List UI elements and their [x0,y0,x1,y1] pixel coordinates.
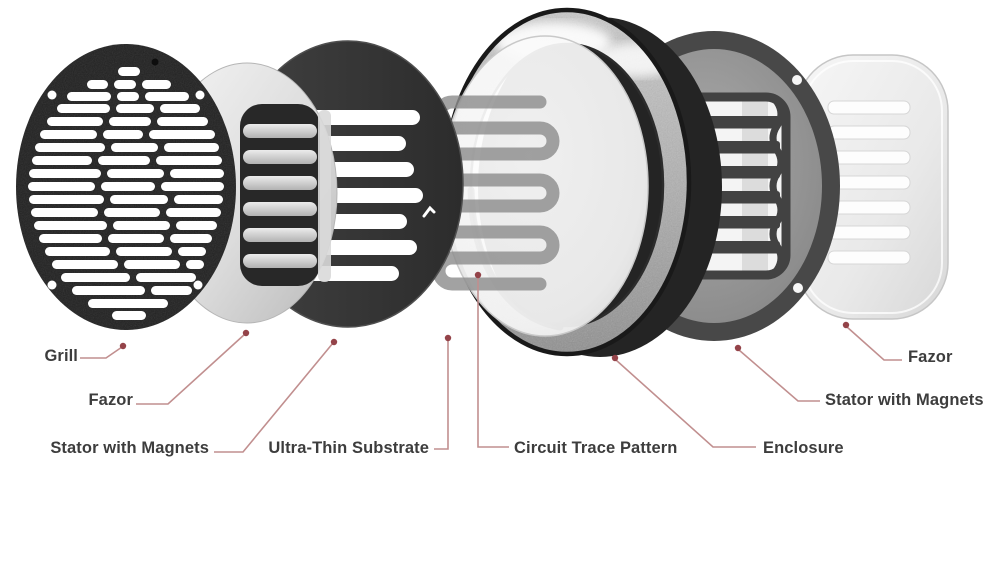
label-stator-front: Stator with Magnets [50,439,209,457]
grill-slots [28,67,224,320]
leader-dot-grill [119,342,127,350]
leader-dot-stator-front [330,338,338,346]
leader-line-substrate [434,340,449,450]
fazor-front-window-edge [318,110,331,282]
leader-dot-stator-rear [734,344,742,352]
label-stator-rear: Stator with Magnets [825,391,984,409]
grill-component [16,44,236,330]
leader-line-enclosure [615,359,756,448]
leader-line-grill [80,346,123,359]
grill-pin-hole [151,58,159,66]
leader-dot-fazor-rear [842,321,850,329]
leader-line-stator-rear [738,349,820,402]
label-enclosure: Enclosure [763,439,844,457]
label-fazor-front: Fazor [88,391,133,409]
label-fazor-rear: Fazor [908,348,953,366]
grill-screw-holes [47,90,205,290]
fazor-rear-slots [827,100,911,265]
fazor-front-slats [243,124,317,268]
fazor-rear-component [796,54,949,320]
label-grill: Grill [44,347,78,365]
leader-dot-substrate [444,334,452,342]
leader-lines [80,277,902,453]
leader-dots [119,271,850,362]
substrate-component [432,35,649,337]
label-substrate: Ultra-Thin Substrate [268,439,429,457]
leader-dot-enclosure [611,354,619,362]
circuit-trace-pattern [432,95,560,291]
leader-dot-circuit-trace [474,271,482,279]
leader-dot-fazor-front [242,329,250,337]
stator-front-edge-mark [422,205,436,218]
leader-line-fazor-rear [846,326,902,361]
leader-line-fazor-front [136,333,246,405]
label-circuit-trace: Circuit Trace Pattern [514,439,678,457]
leader-line-circuit-trace [477,277,509,448]
leader-line-stator-front [214,342,334,453]
